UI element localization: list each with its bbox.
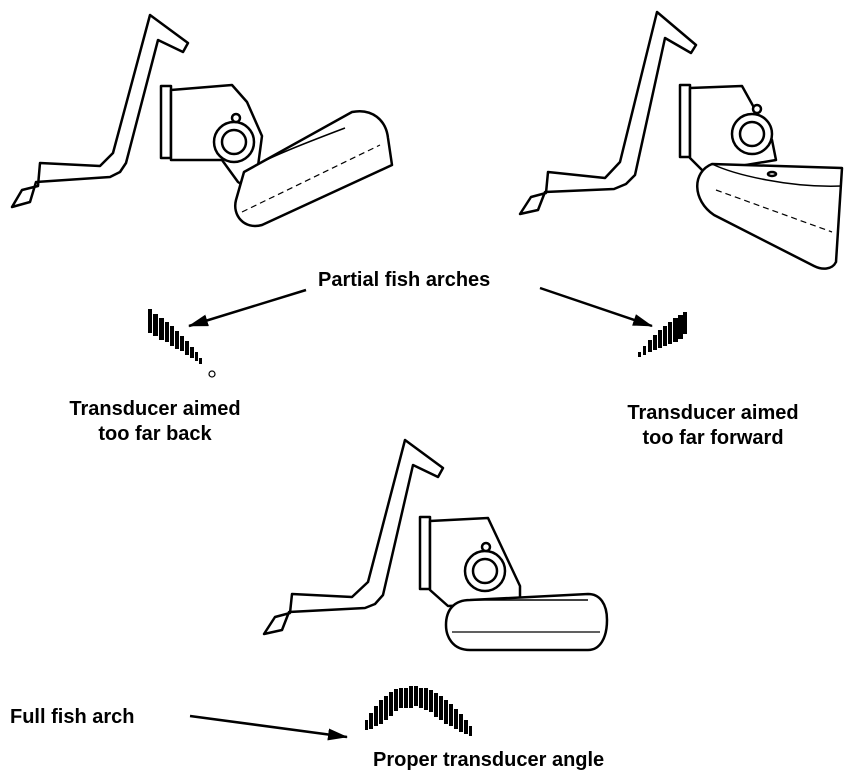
transducer-mount-aimed-back — [10, 13, 394, 228]
proper-angle-label: Proper transducer angle — [373, 749, 605, 771]
partial-fish-arch-back — [148, 309, 216, 378]
aimed-back-line1: Transducer aimed — [69, 398, 241, 420]
transducer-mount-aimed-forward — [518, 10, 844, 270]
aimed-forward-line1: Transducer aimed — [627, 402, 799, 424]
transducer-body — [444, 592, 609, 652]
full-fish-arch-label: Full fish arch — [10, 706, 135, 728]
transom-bracket — [518, 10, 698, 216]
aimed-back-caption: Transducer aimed too far back — [30, 397, 280, 447]
transducer-body — [696, 162, 844, 270]
partial-fish-arches-label: Partial fish arches — [318, 269, 491, 291]
aimed-forward-line2: too far forward — [642, 427, 784, 449]
mounting-plate — [418, 515, 432, 591]
transom-bracket — [262, 438, 445, 636]
full-fish-arch — [365, 686, 472, 736]
arrow-to-full-arch — [189, 714, 348, 741]
transducer-mount-proper — [262, 438, 609, 652]
partial-fish-arch-forward — [638, 312, 687, 357]
transducer-body — [233, 109, 394, 228]
mounting-plate — [159, 84, 173, 160]
arrow-to-back-arch — [188, 288, 307, 328]
mounting-plate — [678, 83, 692, 159]
arrow-to-forward-arch — [539, 286, 653, 328]
transom-bracket — [10, 13, 190, 209]
aimed-forward-caption: Transducer aimed too far forward — [588, 401, 838, 451]
aimed-back-line2: too far back — [98, 423, 212, 445]
